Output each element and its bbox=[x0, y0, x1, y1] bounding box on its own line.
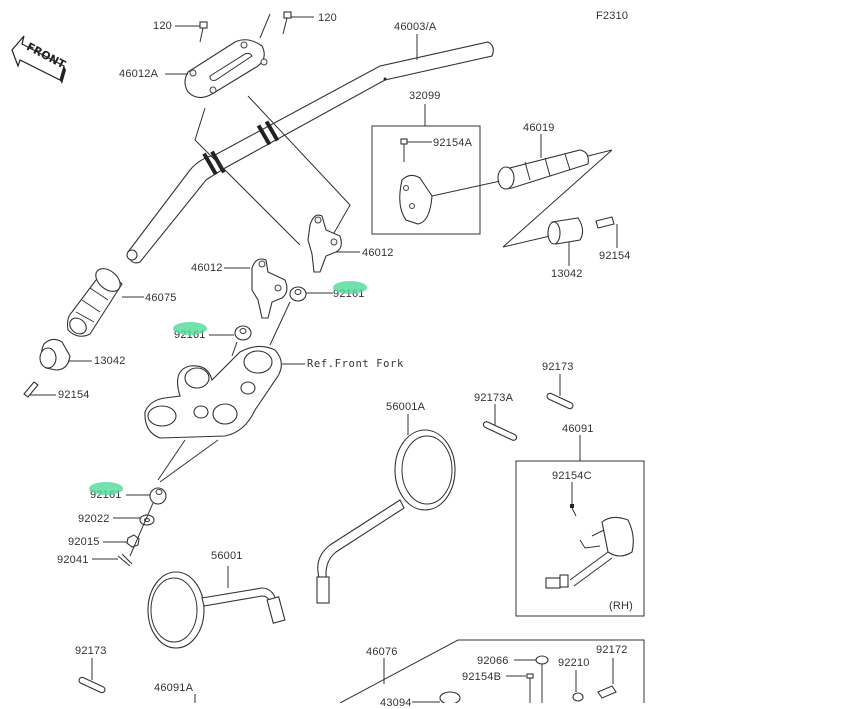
clip-92173A[interactable] bbox=[482, 421, 518, 442]
lever-holder-43094[interactable] bbox=[439, 691, 461, 703]
part-label-92041[interactable]: 92041 bbox=[57, 554, 89, 566]
upper-clamp-part[interactable] bbox=[184, 39, 268, 99]
part-label-46012[interactable]: 46012 bbox=[191, 262, 223, 274]
bolt-92154-right[interactable] bbox=[595, 216, 615, 229]
triple-clamp-part[interactable] bbox=[144, 345, 282, 439]
highlight-marker bbox=[333, 281, 367, 294]
part-label-92173[interactable]: 92173 bbox=[75, 645, 107, 657]
part-label-32099[interactable]: 32099 bbox=[409, 90, 441, 102]
figure-code: F2310 bbox=[596, 10, 629, 22]
part-label-92154C[interactable]: 92154C bbox=[552, 470, 592, 482]
part-label-56001A[interactable]: 56001A bbox=[386, 401, 426, 413]
bolt-120-right[interactable] bbox=[282, 11, 292, 35]
clip-92173-left[interactable] bbox=[78, 676, 106, 694]
part-label-43094[interactable]: 43094 bbox=[380, 697, 412, 709]
nut-92015[interactable] bbox=[126, 534, 140, 548]
part-label-92172[interactable]: 92172 bbox=[596, 644, 628, 656]
part-label-92154[interactable]: 92154 bbox=[58, 389, 90, 401]
bolt-92154B[interactable] bbox=[526, 673, 534, 703]
switch-housing-part[interactable] bbox=[545, 516, 634, 589]
bolt-120-left[interactable] bbox=[199, 21, 208, 43]
bar-end-weight-left[interactable] bbox=[39, 338, 71, 371]
part-label-46003A[interactable]: 46003/A bbox=[394, 21, 437, 33]
highlight-marker bbox=[89, 482, 123, 495]
part-label-92022[interactable]: 92022 bbox=[78, 513, 110, 525]
part-label-92173A[interactable]: 92173A bbox=[474, 392, 514, 404]
part-label-46012[interactable]: 46012 bbox=[362, 247, 394, 259]
right-grip-part[interactable] bbox=[497, 149, 589, 190]
part-label-92015[interactable]: 92015 bbox=[68, 536, 100, 548]
throttle-kit-box bbox=[371, 125, 481, 235]
throttle-housing-part[interactable] bbox=[399, 174, 433, 225]
part-label-13042[interactable]: 13042 bbox=[551, 268, 583, 280]
part-label-46091[interactable]: 46091 bbox=[562, 423, 594, 435]
part-label-120[interactable]: 120 bbox=[318, 12, 337, 24]
mirror-56001A[interactable] bbox=[316, 429, 456, 604]
part-label-13042[interactable]: 13042 bbox=[94, 355, 126, 367]
side-note-rh: (RH) bbox=[609, 600, 634, 612]
left-grip-part[interactable] bbox=[66, 264, 125, 337]
part-label-92210[interactable]: 92210 bbox=[558, 657, 590, 669]
part-label-92154A[interactable]: 92154A bbox=[433, 137, 473, 149]
clip-92173-right[interactable] bbox=[546, 392, 574, 410]
holder-right-part[interactable] bbox=[307, 214, 342, 273]
part-label-46091A[interactable]: 46091A bbox=[154, 682, 194, 694]
bushing-92161-mid[interactable] bbox=[234, 325, 252, 341]
reference-front-fork: Ref.Front Fork bbox=[307, 358, 404, 370]
handlebar-part[interactable] bbox=[126, 41, 494, 264]
part-label-120[interactable]: 120 bbox=[153, 20, 172, 32]
knob-92066[interactable] bbox=[535, 655, 549, 703]
part-label-92173[interactable]: 92173 bbox=[542, 361, 574, 373]
cotter-pin-92041[interactable] bbox=[117, 553, 133, 567]
bar-end-weight-right[interactable] bbox=[547, 217, 584, 245]
mirror-56001[interactable] bbox=[147, 571, 286, 649]
bolt-92154-left[interactable] bbox=[23, 381, 39, 398]
part-label-92154B[interactable]: 92154B bbox=[462, 671, 502, 683]
part-label-46012A[interactable]: 46012A bbox=[119, 68, 159, 80]
screw-92154A[interactable] bbox=[400, 138, 408, 162]
washer-92022[interactable] bbox=[139, 514, 155, 526]
part-label-46076[interactable]: 46076 bbox=[366, 646, 398, 658]
part-label-46019[interactable]: 46019 bbox=[523, 122, 555, 134]
part-label-92154[interactable]: 92154 bbox=[599, 250, 631, 262]
part-label-46075[interactable]: 46075 bbox=[145, 292, 177, 304]
highlight-marker bbox=[173, 322, 207, 335]
holder-left-part[interactable] bbox=[251, 258, 288, 319]
collar-92210[interactable] bbox=[572, 692, 584, 702]
front-direction-arrow: FRONT bbox=[11, 35, 68, 84]
bushing-92161-right[interactable] bbox=[289, 286, 307, 302]
bolt-92172[interactable] bbox=[597, 685, 617, 699]
part-label-56001[interactable]: 56001 bbox=[211, 550, 243, 562]
bushing-92161-low[interactable] bbox=[149, 487, 167, 505]
part-label-92066[interactable]: 92066 bbox=[477, 655, 509, 667]
switch-kit-box bbox=[515, 460, 645, 617]
screw-92154C[interactable] bbox=[570, 504, 577, 517]
